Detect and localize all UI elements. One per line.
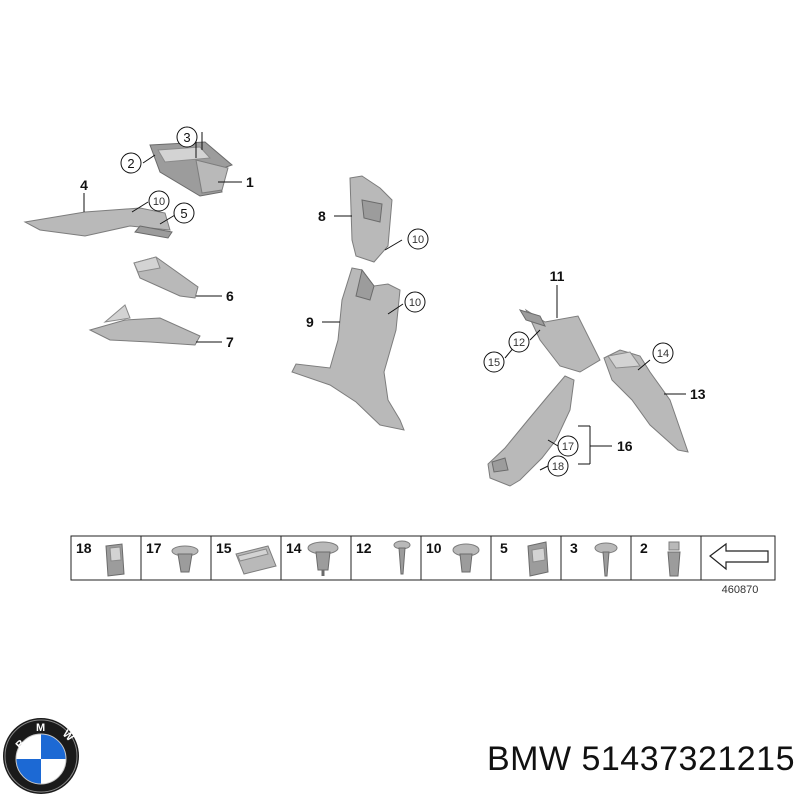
- strip-label-18: 18: [76, 540, 92, 556]
- rivet-10-icon: [452, 543, 480, 573]
- direction-arrow-icon: [709, 542, 769, 571]
- callout-10a: 10: [153, 196, 165, 208]
- part-9-b-pillar: [291, 267, 405, 431]
- parts-strip: 18 17 15 14 12 10 5 3 2: [70, 535, 776, 596]
- push-rivet-17-icon: [171, 545, 199, 573]
- callout-2-circle: [120, 152, 142, 174]
- callout-12-circle: [508, 331, 530, 353]
- part-7-trim: [88, 304, 201, 346]
- callout-9: 9: [306, 314, 314, 330]
- strip-label-15: 15: [216, 540, 232, 556]
- callout-2: 2: [127, 156, 134, 171]
- part-8-upper-pillar: [349, 175, 393, 263]
- callout-14: 14: [657, 348, 669, 360]
- strip-label-5: 5: [500, 540, 508, 556]
- callout-18: 18: [552, 461, 564, 473]
- pin-2-icon: [667, 541, 681, 577]
- rivet-14-icon: [307, 541, 339, 576]
- callout-1: 1: [246, 174, 254, 190]
- bmw-logo: B M W: [3, 718, 79, 794]
- block-clip-15-icon: [235, 545, 277, 575]
- callout-4: 4: [80, 177, 88, 193]
- callout-15: 15: [488, 357, 500, 369]
- strip-label-2: 2: [640, 540, 648, 556]
- strip-label-17: 17: [146, 540, 162, 556]
- callout-10a-circle: [148, 190, 170, 212]
- callout-7: 7: [226, 334, 234, 350]
- callout-11: 11: [550, 268, 565, 284]
- strip-label-3: 3: [570, 540, 578, 556]
- callout-10c: 10: [409, 297, 421, 309]
- clip-18-icon: [105, 543, 125, 577]
- callout-10b: 10: [412, 234, 424, 246]
- callout-6: 6: [226, 288, 234, 304]
- part-6-block: [133, 256, 199, 299]
- strip-label-14: 14: [286, 540, 302, 556]
- callout-18-circle: [547, 455, 569, 477]
- callout-10c-circle: [404, 291, 426, 313]
- part-13-trim: [603, 349, 689, 453]
- callout-16: 16: [617, 438, 633, 454]
- callout-14-circle: [652, 342, 674, 364]
- callout-3-circle: [176, 126, 198, 148]
- callout-12: 12: [513, 337, 525, 349]
- callout-3: 3: [183, 130, 190, 145]
- strip-label-12: 12: [356, 540, 372, 556]
- callout-8: 8: [318, 208, 326, 224]
- reference-number: 460870: [722, 584, 759, 596]
- callout-17-circle: [557, 435, 579, 457]
- screw-3-icon: [594, 542, 618, 577]
- part-number-caption: BMW 51437321215: [486, 740, 795, 778]
- strip-label-10: 10: [426, 540, 442, 556]
- part-11-trim: [518, 308, 601, 373]
- callout-15-circle: [483, 351, 505, 373]
- part-4-trim: [23, 207, 173, 239]
- clip-5-icon: [527, 541, 549, 577]
- screw-12-icon: [393, 540, 411, 575]
- callout-10b-circle: [407, 228, 429, 250]
- part-16-trim: [487, 375, 575, 487]
- callout-5a-circle: [173, 202, 195, 224]
- callout-13: 13: [690, 386, 706, 402]
- callout-17: 17: [562, 441, 574, 453]
- logo-letter-m: M: [36, 722, 45, 734]
- callout-5a: 5: [180, 206, 187, 221]
- part-1-bracket: [149, 141, 233, 197]
